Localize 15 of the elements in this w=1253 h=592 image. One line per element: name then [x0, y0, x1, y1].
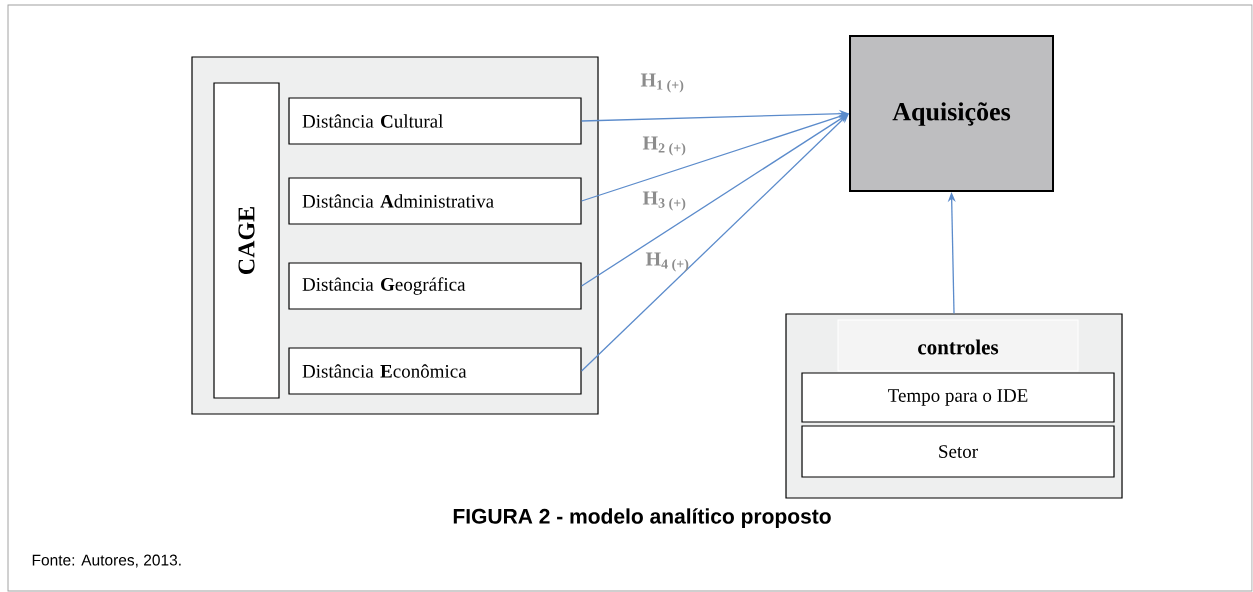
variable-box: Distância Geográfica	[288, 262, 582, 310]
variable-box: Distância Administrativa	[288, 177, 582, 225]
vertical-label-box: CAGE	[213, 82, 280, 399]
variable-box: Distância Econômica	[288, 347, 582, 395]
variable-box: Setor	[801, 425, 1115, 478]
edge-label: H$_{2 (+)}$	[642, 136, 686, 156]
caption: FIGURA 2 - modelo analítico proposto	[453, 508, 831, 528]
edge-label: H$_{4 (+)}$	[645, 252, 689, 272]
variable-box: Distância Cultural	[288, 97, 582, 145]
source-note: Fonte: Autores, 2013.	[32, 554, 181, 568]
outcome-box: Aquisições	[849, 35, 1054, 192]
edge-label: H$_{1 (+)}$	[640, 73, 684, 93]
edge-label: H$_{3 (+)}$	[642, 191, 686, 211]
arrow	[580, 113, 849, 287]
variable-box: Tempo para o IDE	[801, 372, 1115, 423]
